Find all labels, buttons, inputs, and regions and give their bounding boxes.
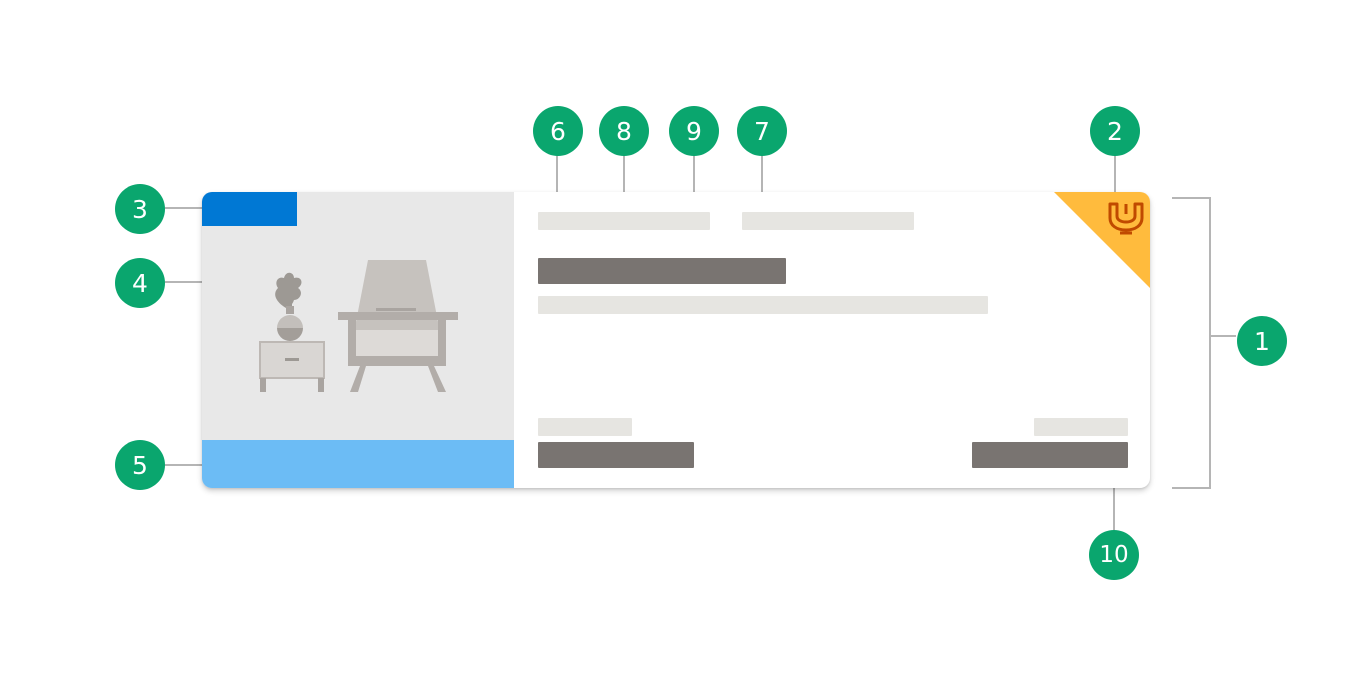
placeholder-price <box>538 442 694 468</box>
armchair-and-side-table-icon <box>259 260 458 392</box>
placeholder-title <box>538 258 786 284</box>
callout-9: 9 <box>669 106 719 156</box>
product-card <box>202 192 1150 488</box>
placeholder-price-label <box>538 418 632 436</box>
placeholder-meta <box>742 212 914 230</box>
callout-3: 3 <box>115 184 165 234</box>
bottom-band <box>202 440 514 488</box>
callout-6: 6 <box>533 106 583 156</box>
callout-7: 7 <box>737 106 787 156</box>
callout-2: 2 <box>1090 106 1140 156</box>
bracket-1 <box>1172 197 1211 489</box>
callout-1: 1 <box>1237 316 1287 366</box>
placeholder-category <box>538 212 710 230</box>
callout-8: 8 <box>599 106 649 156</box>
placeholder-description <box>538 296 988 314</box>
callout-5: 5 <box>115 440 165 490</box>
callout-4: 4 <box>115 258 165 308</box>
corner-tag <box>1054 192 1150 288</box>
placeholder-action-label <box>1034 418 1128 436</box>
placeholder-action <box>972 442 1128 468</box>
loyalty-badge-icon <box>1108 202 1144 235</box>
callout-10: 10 <box>1089 530 1139 580</box>
top-chip <box>202 192 297 226</box>
card-media <box>202 192 514 488</box>
